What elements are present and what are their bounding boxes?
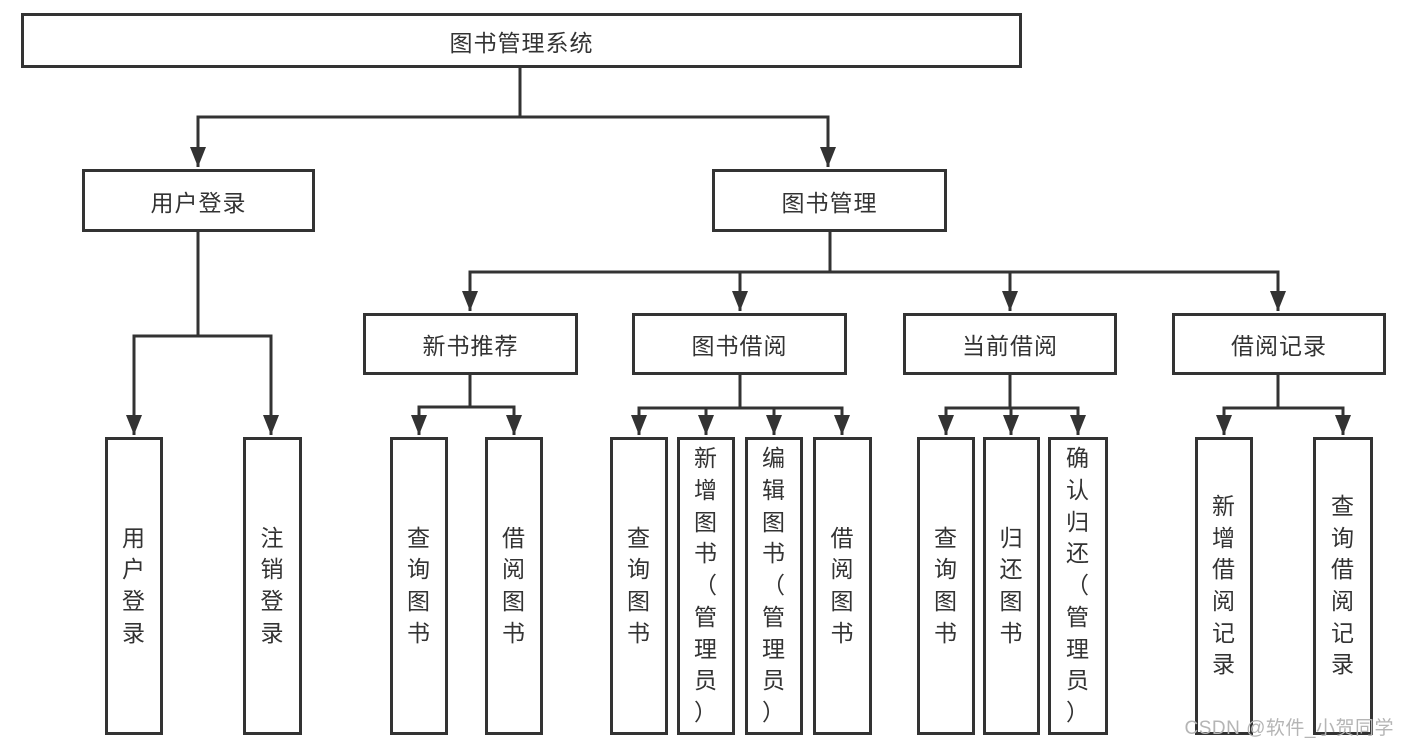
node-query-book-leaf-3: 查询图书	[917, 437, 975, 735]
node-user-login-label: 用户登录	[150, 189, 247, 216]
node-edit-book-leaf: 编辑图书（管理员）	[745, 437, 803, 735]
node-borrow-book-leaf-2: 借阅图书	[813, 437, 872, 735]
node-confirm-return-leaf-label: 确认归还（管理员）	[1065, 445, 1090, 726]
node-user-login: 用户登录	[82, 169, 315, 232]
node-borrow-book-leaf-1: 借阅图书	[485, 437, 543, 735]
node-root-label: 图书管理系统	[449, 29, 594, 56]
node-return-book-leaf: 归还图书	[983, 437, 1040, 735]
node-borrow-record: 借阅记录	[1172, 313, 1386, 375]
node-new-book-rec: 新书推荐	[363, 313, 578, 375]
node-query-book-leaf-1: 查询图书	[390, 437, 448, 735]
node-book-mgmt-label: 图书管理	[781, 189, 878, 216]
node-borrow-book-leaf-2-label: 借阅图书	[830, 524, 855, 646]
node-book-mgmt: 图书管理	[712, 169, 947, 232]
node-add-book-leaf-label: 新增图书（管理员）	[693, 445, 718, 726]
node-book-borrow: 图书借阅	[632, 313, 847, 375]
node-query-borrow-record-leaf: 查询借阅记录	[1313, 437, 1373, 735]
node-current-borrow-label: 当前借阅	[962, 333, 1058, 359]
node-user-login-leaf-label: 用户登录	[121, 524, 146, 646]
node-query-borrow-record-leaf-label: 查询借阅记录	[1330, 492, 1355, 678]
node-new-book-rec-label: 新书推荐	[422, 333, 519, 359]
node-current-borrow: 当前借阅	[903, 313, 1117, 375]
node-confirm-return-leaf: 确认归还（管理员）	[1048, 437, 1108, 735]
node-logout-leaf-label: 注销登录	[260, 524, 285, 646]
node-borrow-book-leaf-1-label: 借阅图书	[501, 524, 526, 646]
node-root: 图书管理系统	[21, 13, 1022, 68]
watermark: CSDN @软件_小贺同学	[1184, 718, 1394, 739]
node-logout-leaf: 注销登录	[243, 437, 302, 735]
node-query-book-leaf-2-label: 查询图书	[626, 524, 651, 646]
node-add-borrow-record-leaf-label: 新增借阅记录	[1211, 492, 1236, 678]
node-user-login-leaf: 用户登录	[105, 437, 163, 735]
node-add-book-leaf: 新增图书（管理员）	[677, 437, 735, 735]
node-return-book-leaf-label: 归还图书	[999, 524, 1024, 646]
node-query-book-leaf-1-label: 查询图书	[406, 524, 431, 646]
node-query-book-leaf-2: 查询图书	[610, 437, 668, 735]
node-book-borrow-label: 图书借阅	[691, 333, 788, 359]
node-edit-book-leaf-label: 编辑图书（管理员）	[761, 445, 786, 726]
node-borrow-record-label: 借阅记录	[1231, 333, 1327, 359]
node-query-book-leaf-3-label: 查询图书	[933, 524, 958, 646]
node-add-borrow-record-leaf: 新增借阅记录	[1195, 437, 1253, 735]
